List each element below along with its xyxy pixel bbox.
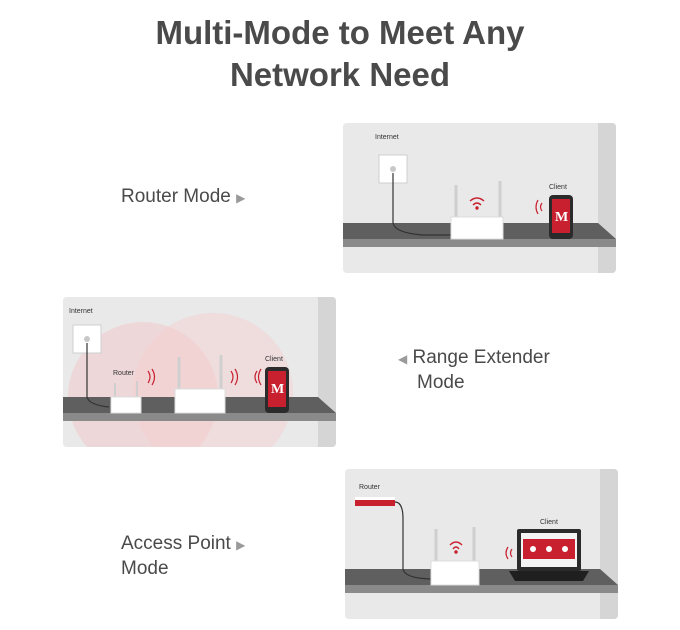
router-icon bbox=[174, 355, 226, 414]
wifi-icon bbox=[469, 197, 485, 210]
ap-panel-client: Client bbox=[540, 519, 558, 526]
arrow-right-icon: ▶ bbox=[236, 191, 246, 205]
arrow-right-icon: ▶ bbox=[236, 538, 246, 552]
phone-icon: M bbox=[265, 367, 289, 413]
arrow-left-icon: ◀ bbox=[398, 352, 408, 366]
extender-mode-text-1: Range Extender bbox=[412, 347, 550, 368]
router-mode-panel: Internet Client M bbox=[343, 123, 616, 273]
router-panel-client: Client bbox=[549, 184, 567, 191]
title-line-2: Network Need bbox=[229, 56, 451, 93]
router-icon bbox=[430, 527, 480, 586]
wifi-icon bbox=[449, 541, 463, 554]
extender-mode-label: ◀ Range Extender Mode bbox=[398, 346, 550, 395]
extender-mode-panel: Internet Router Client bbox=[63, 297, 336, 447]
ap-mode-text-2: Mode bbox=[121, 558, 169, 579]
extender-panel-internet: Internet bbox=[69, 308, 93, 315]
ap-mode-text-1: Access Point bbox=[121, 533, 231, 554]
router-icon bbox=[450, 181, 504, 240]
ap-mode-panel: Router Client bbox=[345, 469, 618, 619]
laptop-icon bbox=[509, 529, 589, 581]
extender-panel-client: Client bbox=[265, 356, 283, 363]
svg-text:M: M bbox=[271, 382, 284, 397]
ap-panel-router: Router bbox=[359, 484, 381, 491]
extender-mode-text-2: Mode bbox=[417, 372, 465, 393]
page-title: Multi-Mode to Meet Any Network Need bbox=[0, 12, 680, 96]
svg-text:M: M bbox=[555, 210, 568, 225]
title-line-1: Multi-Mode to Meet Any bbox=[155, 14, 525, 51]
ap-mode-label: Access Point ▶ Mode bbox=[121, 532, 245, 581]
router-mode-text: Router Mode bbox=[121, 186, 231, 207]
router-panel-internet: Internet bbox=[375, 134, 399, 141]
router-icon bbox=[355, 497, 395, 506]
router-mode-label: Router Mode ▶ bbox=[121, 185, 245, 210]
router-icon bbox=[110, 381, 142, 414]
extender-panel-router: Router bbox=[113, 370, 135, 377]
phone-icon: M bbox=[549, 195, 573, 239]
